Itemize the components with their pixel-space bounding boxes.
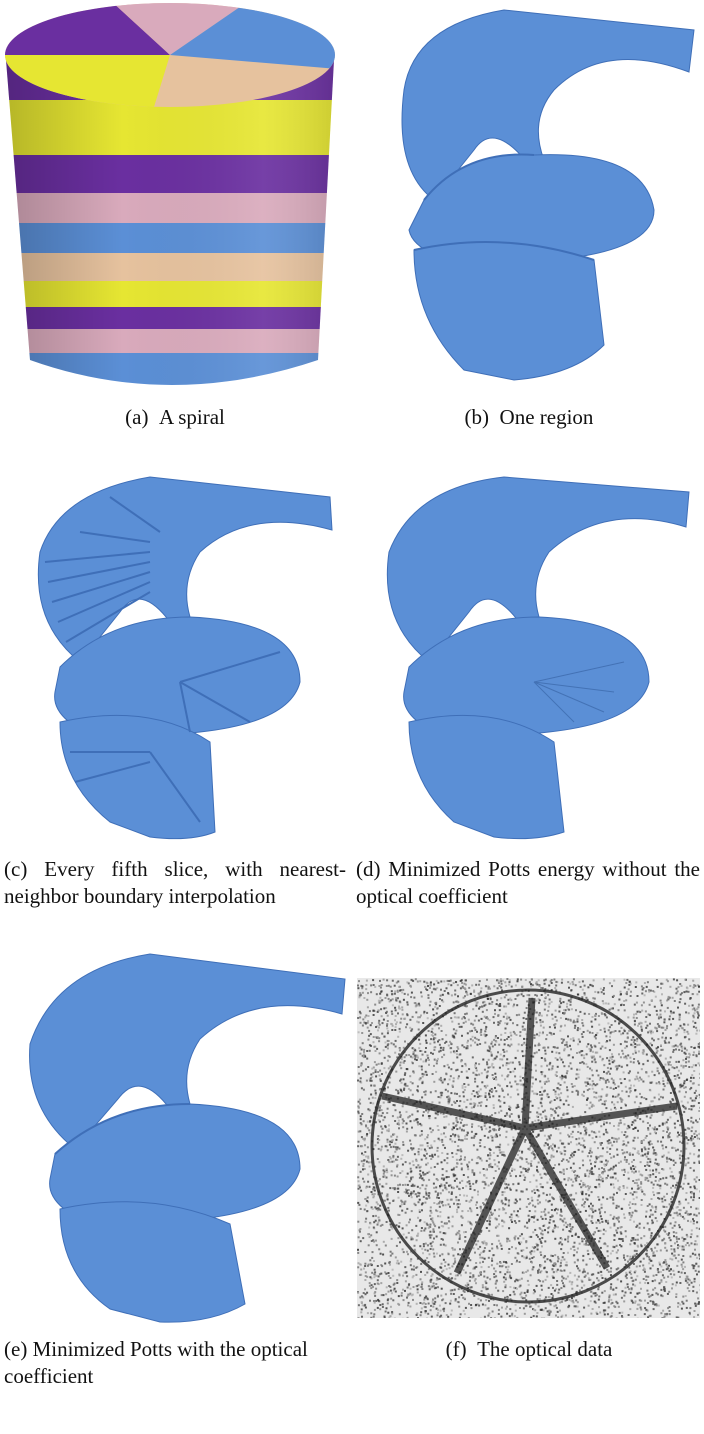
spiral-cylinder-render [5, 3, 335, 385]
caption-d-tag: (d) [356, 857, 381, 881]
caption-a-text: A spiral [158, 405, 225, 429]
caption-c: (c) Every fifth slice, with nearest-neig… [4, 856, 346, 910]
panel-b-image [354, 0, 704, 392]
caption-f: (f) The optical data [354, 1336, 704, 1363]
caption-f-tag: (f) [445, 1337, 467, 1361]
caption-e-tag: (e) [4, 1337, 28, 1361]
caption-e-text: Minimized Potts with the optical coeffic… [4, 1337, 308, 1388]
optical-data-noise-image [357, 978, 700, 1318]
panel-e-image [0, 934, 350, 1326]
caption-c-tag: (c) [4, 857, 28, 881]
spiral-one-region-render [401, 9, 695, 381]
caption-c-text: Every fifth slice, with nearest-neighbor… [4, 857, 347, 908]
panel-f-image [357, 978, 700, 1318]
caption-f-text: The optical data [477, 1337, 613, 1361]
panel-c-image [0, 452, 350, 844]
potts-without-optical-render [386, 476, 690, 840]
caption-e: (e) Minimized Potts with the optical coe… [4, 1336, 350, 1390]
caption-a: (a) A spiral [0, 404, 350, 431]
caption-b-text: One region [499, 405, 594, 429]
panel-d-image [354, 452, 704, 844]
panel-a-image [0, 0, 350, 392]
spiral-slices-render [37, 476, 333, 840]
caption-b-tag: (b) [464, 405, 490, 429]
caption-a-tag: (a) [125, 405, 149, 429]
caption-d-text: Minimized Potts energy without the optic… [356, 857, 700, 908]
caption-b: (b) One region [354, 404, 704, 431]
potts-with-optical-render [29, 953, 346, 1323]
caption-d: (d) Minimized Potts energy without the o… [356, 856, 700, 910]
